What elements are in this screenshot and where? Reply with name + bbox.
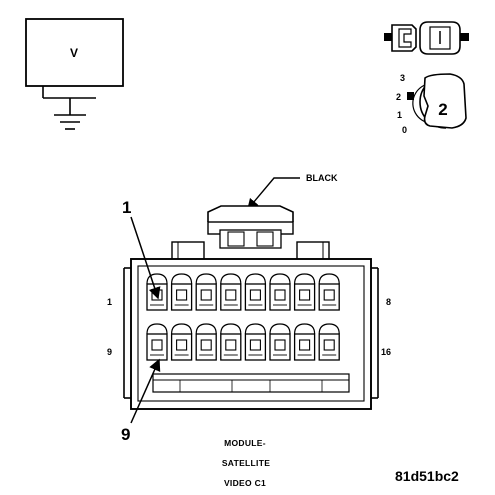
- cavity-12: [220, 323, 242, 361]
- caption-line-2: SATELLITE: [222, 458, 270, 468]
- cavity-6: [269, 273, 291, 311]
- figure-id: 81d51bc2: [395, 468, 459, 484]
- pin-label-8: 8: [386, 297, 391, 307]
- caption-line-3: VIDEO C1: [224, 478, 266, 488]
- cavity-7: [293, 273, 316, 311]
- cavity-2: [170, 273, 193, 311]
- disconnected-connector-icon: [384, 21, 469, 55]
- pin-label-16: 16: [381, 347, 391, 357]
- voltmeter-label: V: [70, 46, 78, 60]
- cavity-10: [170, 323, 193, 361]
- key-position-0: 0: [402, 125, 407, 135]
- cavity-8: [318, 273, 340, 311]
- connector-c1: [123, 205, 379, 410]
- pin-label-1: 1: [107, 297, 112, 307]
- pin-label-9: 9: [107, 347, 112, 357]
- connector-color-label: BLACK: [306, 173, 338, 183]
- bottom-cavity-row: [146, 323, 340, 361]
- cavity-15: [293, 323, 316, 361]
- cavity-14: [269, 323, 291, 361]
- callout-pin-1-leader: [130, 216, 161, 300]
- cavity-4: [220, 273, 242, 311]
- ground-symbol-icon: [54, 114, 86, 130]
- callout-pin-1: 1: [122, 198, 131, 217]
- cavity-16: [318, 323, 340, 361]
- cavity-5: [244, 273, 267, 311]
- key-selected-position: 2: [438, 100, 447, 119]
- voltmeter-icon: V: [25, 18, 124, 130]
- ignition-key-icon: 3 2 1 0 2: [396, 73, 467, 135]
- key-position-2: 2: [396, 92, 401, 102]
- top-cavity-row: [146, 273, 340, 311]
- color-callout-arrow: [247, 177, 300, 211]
- callout-pin-9: 9: [121, 425, 130, 444]
- cavity-11: [195, 323, 217, 361]
- callout-pin-9-leader: [130, 358, 161, 424]
- cavity-3: [195, 273, 217, 311]
- cavity-13: [244, 323, 267, 361]
- caption-line-1: MODULE-: [224, 438, 266, 448]
- key-position-1: 1: [397, 110, 402, 120]
- key-position-3: 3: [400, 73, 405, 83]
